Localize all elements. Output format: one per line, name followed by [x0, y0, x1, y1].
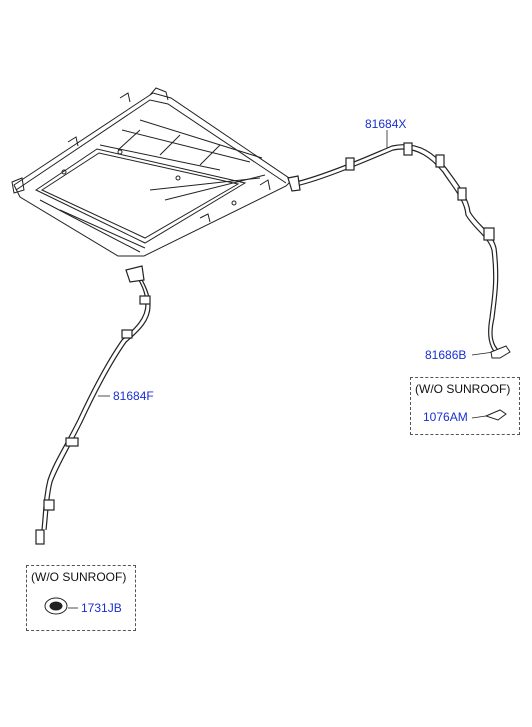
leader-lines — [68, 130, 495, 609]
option-box-title: (W/O SUNROOF) — [31, 570, 127, 584]
drain-hose-front-right — [287, 142, 501, 355]
part-label-1076am: 1076AM — [423, 410, 468, 424]
option-box-title: (W/O SUNROOF) — [415, 382, 511, 396]
hose-connector-part — [490, 345, 511, 359]
option-box-no-sunroof-left: (W/O SUNROOF) 1731JB — [26, 565, 136, 631]
part-label-81684x: 81684X — [365, 117, 407, 131]
sunroof-frame — [11, 87, 293, 257]
part-label-1731jb: 1731JB — [81, 601, 122, 615]
plug-1076am-part — [484, 409, 507, 421]
part-label-81686b: 81686B — [425, 348, 467, 362]
part-label-81684f: 81684F — [113, 389, 154, 403]
option-box-no-sunroof-right: (W/O SUNROOF) 1076AM — [410, 377, 520, 435]
grommet-1731jb-part — [44, 597, 68, 615]
drain-hose-front-left — [35, 265, 151, 545]
